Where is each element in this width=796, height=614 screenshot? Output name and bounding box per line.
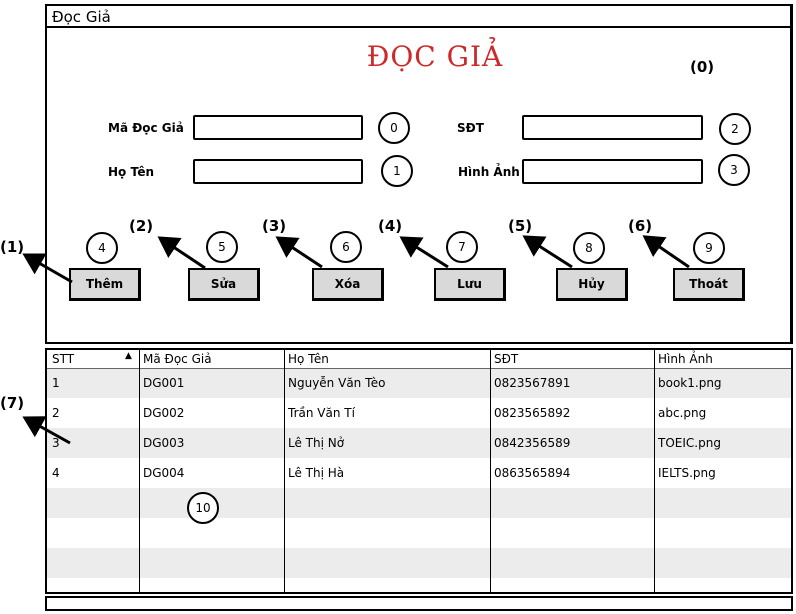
note-exit: (6) [628,217,653,235]
table-cell: DG002 [143,406,185,420]
note-save: (4) [378,217,403,235]
table-cell: abc.png [658,406,707,420]
reader-id-input[interactable] [193,115,363,140]
heading-note: (0) [690,58,715,76]
empty-row [47,518,791,548]
image-label: Hình Ảnh [458,165,520,179]
table-cell: Trần Văn Tí [288,406,355,420]
status-bar [45,596,793,611]
table-cell: 0863565894 [494,466,571,480]
table-cell: DG004 [143,466,185,480]
column-header-image[interactable]: Hình Ảnh [658,352,713,366]
delete-button[interactable]: Xóa [312,268,384,301]
table-cell: Lê Thị Nở [288,436,345,450]
marker-3: 3 [718,154,750,186]
table-cell: DG001 [143,376,185,390]
phone-input[interactable] [522,115,703,140]
table-row[interactable]: 2 DG002 Trần Văn Tí 0823565892 abc.png [47,398,791,428]
form-panel [45,4,793,344]
column-divider [490,350,491,592]
reader-table[interactable]: 1 DG001 Nguyễn Văn Tèo 0823567891 book1.… [45,348,793,594]
image-input[interactable] [522,159,703,184]
empty-row [47,488,791,518]
form-heading: ĐỌC GIẢ [366,40,504,73]
table-cell: 0823567891 [494,376,571,390]
table-cell: Nguyễn Văn Tèo [288,376,386,390]
table-cell: TOEIC.png [658,436,721,450]
note-cancel: (5) [508,217,533,235]
empty-row [47,548,791,578]
column-header-reader-id[interactable]: Mã Đọc Giả [143,352,212,366]
table-cell: IELTS.png [658,466,716,480]
table-cell: 3 [52,436,60,450]
marker-1: 1 [381,155,413,187]
note-delete: (3) [262,217,287,235]
edit-button[interactable]: Sửa [188,268,260,301]
table-cell: 0842356589 [494,436,571,450]
marker-9: 9 [693,232,725,264]
save-button[interactable]: Lưu [434,268,506,301]
table-cell: DG003 [143,436,185,450]
column-header-full-name[interactable]: Họ Tên [288,352,329,366]
empty-row [47,578,791,592]
table-cell: 4 [52,466,60,480]
marker-0: 0 [378,112,410,144]
window-title: Đọc Giả [52,8,111,26]
column-divider [654,350,655,592]
table-row[interactable]: 4 DG004 Lê Thị Hà 0863565894 IELTS.png [47,458,791,488]
table-row[interactable]: 3 DG003 Lê Thị Nở 0842356589 TOEIC.png [47,428,791,458]
marker-5: 5 [206,231,238,263]
exit-button[interactable]: Thoát [673,268,745,301]
note-table: (7) [0,394,25,412]
phone-label: SĐT [457,121,484,135]
marker-8: 8 [573,232,605,264]
full-name-input[interactable] [193,159,363,184]
sort-ascending-icon[interactable]: ▲ [125,351,132,361]
note-add: (1) [0,238,25,256]
table-cell: 2 [52,406,60,420]
marker-7: 7 [446,231,478,263]
table-header: STT ▲ Mã Đọc Giả Họ Tên SĐT Hình Ảnh [47,350,791,369]
marker-4: 4 [86,232,118,264]
marker-6: 6 [330,231,362,263]
column-divider [284,350,285,592]
table-cell: 0823565892 [494,406,571,420]
marker-2: 2 [719,113,751,145]
table-row[interactable]: 1 DG001 Nguyễn Văn Tèo 0823567891 book1.… [47,368,791,398]
add-button[interactable]: Thêm [69,268,141,301]
note-edit: (2) [129,217,154,235]
reader-id-label: Mã Đọc Giả [108,121,184,135]
full-name-label: Họ Tên [108,165,155,179]
title-bar [47,6,791,28]
column-header-stt[interactable]: STT [52,352,75,366]
column-divider [139,350,140,592]
cancel-button[interactable]: Hủy [556,268,628,301]
table-cell: book1.png [658,376,722,390]
column-header-phone[interactable]: SĐT [494,352,519,366]
table-cell: 1 [52,376,60,390]
marker-10: 10 [187,492,219,524]
table-cell: Lê Thị Hà [288,466,345,480]
